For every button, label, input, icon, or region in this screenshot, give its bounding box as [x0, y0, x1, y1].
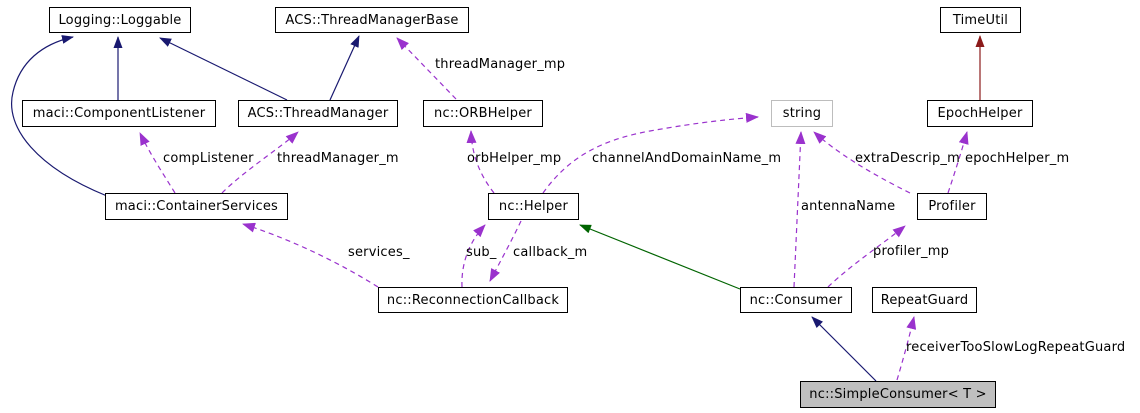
edge-containerservices-threadmanager-m	[221, 131, 299, 194]
node-consumer[interactable]: nc::Consumer	[740, 287, 852, 313]
edge-label-simpleconsumer-repeatguard: receiverTooSlowLogRepeatGuard	[906, 340, 1126, 355]
edge-label-profiler-extradescrip-m: extraDescrip_m	[855, 151, 960, 166]
node-loggable[interactable]: Logging::Loggable	[49, 7, 191, 33]
edge-profiler-extradescrip-m	[813, 131, 911, 194]
node-threadmanager[interactable]: ACS::ThreadManager	[238, 100, 398, 127]
node-containerservices[interactable]: maci::ContainerServices	[105, 193, 288, 220]
edge-reconnectioncallback-services	[242, 222, 379, 288]
edge-consumer-profiler-mp	[827, 225, 906, 288]
node-reconnectioncallback[interactable]: nc::ReconnectionCallback	[378, 287, 568, 313]
node-epochhelper[interactable]: EpochHelper	[927, 100, 1033, 127]
edge-label-orbhelper-threadmanager-mp: threadManager_mp	[435, 57, 566, 72]
edge-consumer-antennaname	[793, 131, 806, 288]
edge-threadmanager-to-threadmanagerbase	[329, 35, 360, 101]
node-helper[interactable]: nc::Helper	[488, 193, 579, 220]
edge-consumer-to-helper	[579, 224, 741, 290]
edge-simpleconsumer-to-consumer	[811, 316, 877, 382]
edge-label-helper-channelanddomainname-m: channelAndDomainName_m	[592, 151, 782, 166]
node-threadmanagerbase[interactable]: ACS::ThreadManagerBase	[275, 7, 469, 33]
edge-label-consumer-profiler-mp: profiler_mp	[873, 244, 950, 259]
node-repeatguard[interactable]: RepeatGuard	[872, 287, 977, 313]
node-profiler[interactable]: Profiler	[917, 193, 987, 220]
edge-label-helper-callback-m: callback_m	[513, 245, 588, 260]
node-string: string	[771, 100, 833, 127]
edge-label-reconnectioncallback-services: services_	[348, 245, 410, 260]
node-orbhelper[interactable]: nc::ORBHelper	[423, 100, 543, 127]
node-timeutil[interactable]: TimeUtil	[940, 7, 1021, 33]
edge-threadmanager-to-loggable	[159, 37, 288, 101]
edge-label-containerservices-complistener: compListener	[163, 151, 254, 166]
edge-containerservices-complistener	[139, 132, 176, 194]
edge-profiler-epochhelper-m	[947, 131, 969, 194]
node-simpleconsumer: nc::SimpleConsumer< T >	[800, 381, 996, 408]
edge-label-consumer-antennaname: antennaName	[801, 199, 896, 214]
edge-helper-channelanddomainname-m	[542, 112, 759, 194]
edge-label-helper-orbhelper-mp: orbHelper_mp	[467, 151, 562, 166]
node-componentlistener[interactable]: maci::ComponentListener	[22, 100, 216, 127]
edge-label-containerservices-threadmanager-m: threadManager_m	[277, 151, 399, 166]
edge-label-profiler-epochhelper-m: epochHelper_m	[965, 151, 1070, 166]
edge-label-reconnectioncallback-sub: sub_	[466, 245, 497, 260]
edge-containerservices-to-loggable	[11, 35, 108, 197]
